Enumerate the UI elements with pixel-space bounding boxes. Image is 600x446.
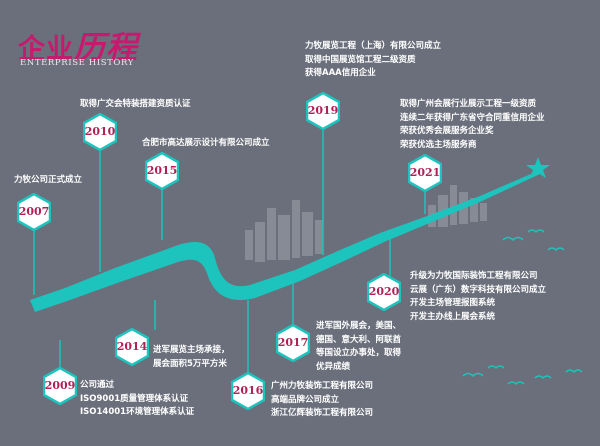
milestone-line: 荣获优选主场服务商 <box>400 139 477 150</box>
milestone-2014-description: 进军展览主场承接， 展会面积5万平方米 <box>153 344 230 371</box>
milestone-2009-hexagon: 2009 <box>43 367 77 405</box>
milestone-line: 荣获优秀会展服务企业奖 <box>400 126 494 137</box>
milestone-line: 广州力牧装饰工程有限公司 <box>271 381 374 391</box>
milestone-line: 高端品牌公司成立 <box>271 394 340 405</box>
milestone-2019-hexagon: 2019 <box>306 92 340 130</box>
milestone-year: 2020 <box>368 285 400 298</box>
page-title-part2: 历程 <box>74 30 138 66</box>
milestone-line: 开发主办线上展会系统 <box>410 311 496 322</box>
milestone-2020-hexagon: 2020 <box>367 273 401 311</box>
milestone-2015-description: 合肥市高达展示设计有限公司成立 <box>142 137 270 151</box>
milestone-line: 取得广州会展行业展示工程一级资质 <box>400 99 537 109</box>
milestone-line: 公司通过 <box>80 380 115 390</box>
milestone-line: 力牧展览工程（上海）有限公司成立 <box>305 41 442 51</box>
milestone-line: 德国、意大利、阿联酋 <box>316 334 402 345</box>
milestone-line: 开发主场管理报图系统 <box>410 298 496 309</box>
milestone-year: 2016 <box>232 384 264 397</box>
star-icon <box>526 157 550 178</box>
milestone-2010-description: 取得广交会特装搭建资质认证 <box>80 98 191 112</box>
milestone-2007-description: 力牧公司正式成立 <box>14 174 82 188</box>
milestone-line: 升级为力牧国际装饰工程有限公司 <box>410 271 538 281</box>
milestone-2017-description: 进军国外展会，美国、 德国、意大利、阿联酋 等国设立办事处，取得 优异成绩 <box>316 320 401 374</box>
milestone-2021-description: 取得广州会展行业展示工程一级资质 连续二年获得广东省守合同重信用企业 荣获优秀会… <box>400 98 545 152</box>
milestone-2016-hexagon: 2016 <box>231 372 265 410</box>
milestone-line: 进军国外展会，美国、 <box>316 321 402 331</box>
milestone-line: 获得AAA信用企业 <box>305 68 376 79</box>
milestone-2015-hexagon: 2015 <box>145 152 179 190</box>
milestone-line: 优异成绩 <box>316 361 351 372</box>
milestone-2020-description: 升级为力牧国际装饰工程有限公司 云展（广东）数字科技有限公司成立 开发主场管理报… <box>410 270 546 324</box>
page-title-part1: 企业 <box>18 34 74 65</box>
milestone-line: 浙江亿辉装饰工程有限公司 <box>271 408 374 419</box>
milestone-year: 2014 <box>116 340 148 353</box>
milestone-2009-description: 公司通过 ISO9001质量管理体系认证 ISO14001环境管理体系认证 <box>80 379 194 420</box>
milestone-line: ISO14001环境管理体系认证 <box>80 407 195 418</box>
milestone-year: 2007 <box>18 205 50 218</box>
timeline-road <box>30 170 540 312</box>
page-subtitle: ENTERPRISE HISTORY <box>20 58 134 68</box>
milestone-line: 进军展览主场承接， <box>153 345 230 355</box>
milestone-year: 2010 <box>84 125 116 138</box>
milestone-2019-description: 力牧展览工程（上海）有限公司成立 取得中国展览馆工程二级资质 获得AAA信用企业 <box>305 40 441 81</box>
milestone-2014-hexagon: 2014 <box>115 328 149 366</box>
milestone-line: 等国设立办事处，取得 <box>316 348 402 359</box>
seagull-icon <box>462 229 583 386</box>
milestone-year: 2017 <box>277 336 309 349</box>
milestone-line: 力牧公司正式成立 <box>14 175 83 185</box>
milestone-year: 2015 <box>146 164 178 177</box>
page-title: 企业历程 <box>18 22 148 66</box>
milestone-line: 取得中国展览馆工程二级资质 <box>305 54 416 65</box>
milestone-line: ISO9001质量管理体系认证 <box>80 393 189 404</box>
milestone-2007-hexagon: 2007 <box>17 193 51 231</box>
milestone-line: 连续二年获得广东省守合同重信用企业 <box>400 112 545 123</box>
milestone-line: 展会面积5万平方米 <box>153 358 227 369</box>
milestone-line: 取得广交会特装搭建资质认证 <box>80 99 191 109</box>
milestone-line: 合肥市高达展示设计有限公司成立 <box>142 138 270 148</box>
milestone-2016-description: 广州力牧装饰工程有限公司 高端品牌公司成立 浙江亿辉装饰工程有限公司 <box>271 380 373 421</box>
milestone-2010-hexagon: 2010 <box>83 113 117 151</box>
milestone-year: 2021 <box>409 166 441 179</box>
milestone-year: 2009 <box>44 379 76 392</box>
milestone-year: 2019 <box>307 104 339 117</box>
milestone-2021-hexagon: 2021 <box>408 154 442 192</box>
milestone-line: 云展（广东）数字科技有限公司成立 <box>410 284 547 295</box>
milestone-2017-hexagon: 2017 <box>276 324 310 362</box>
timeline-connectors <box>33 128 426 372</box>
